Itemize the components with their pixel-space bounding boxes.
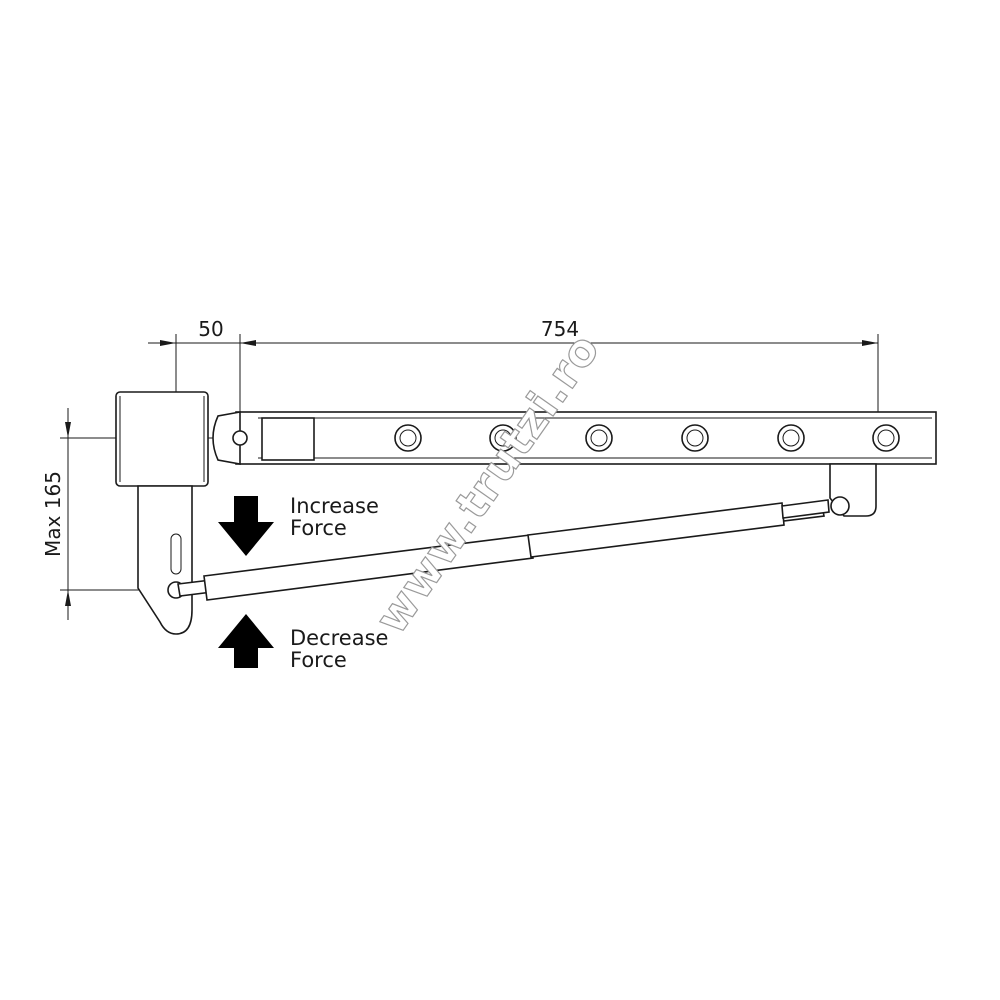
arrowhead-icon xyxy=(65,422,71,438)
vertical-dimension: Max 165 xyxy=(41,408,240,620)
arm-hole-inner xyxy=(494,429,512,447)
arrowhead-icon xyxy=(862,340,878,346)
arrowhead-icon xyxy=(65,590,71,606)
dimension-754-label: 754 xyxy=(541,317,579,341)
bracket-block xyxy=(115,391,209,487)
wall-bracket xyxy=(115,391,209,635)
arm-end-cap xyxy=(261,417,315,461)
adjustment-slot xyxy=(170,533,182,575)
arm-hole xyxy=(489,424,517,452)
strut-cylinder xyxy=(527,502,785,558)
dimension-50-label: 50 xyxy=(198,317,223,341)
watermark: www.trutzi.ro xyxy=(366,324,610,643)
arrowhead-icon xyxy=(240,340,256,346)
strut-end-fitting xyxy=(781,499,830,519)
arm-hole xyxy=(872,424,900,452)
hinge-pin xyxy=(232,430,248,446)
arm-hole xyxy=(681,424,709,452)
arm-hinge-knuckle xyxy=(212,411,241,465)
increase-force-label-line1: Increase xyxy=(290,494,379,518)
increase-force-indicator: Increase Force xyxy=(218,494,379,556)
increase-force-label-line2: Force xyxy=(290,516,347,540)
arm-hole-inner xyxy=(590,429,608,447)
arrow-down-icon xyxy=(218,496,274,556)
arm-hole xyxy=(394,424,422,452)
bracket-plate xyxy=(137,485,193,635)
arm-hole xyxy=(777,424,805,452)
horizontal-dimension: 50 754 xyxy=(148,317,879,590)
gas-strut xyxy=(177,499,830,601)
decrease-force-label-line1: Decrease xyxy=(290,626,388,650)
stay-arm xyxy=(212,411,937,517)
strut-upper-pivot xyxy=(830,496,850,516)
decrease-force-label-line2: Force xyxy=(290,648,347,672)
arm-hole-inner xyxy=(399,429,417,447)
decrease-force-indicator: Decrease Force xyxy=(218,614,388,672)
arrow-up-icon xyxy=(218,614,274,668)
arm-hole-inner xyxy=(686,429,704,447)
strut-rod xyxy=(203,534,534,601)
dimension-165-label: Max 165 xyxy=(41,471,65,557)
arm-holes xyxy=(394,424,900,452)
arm-hole-inner xyxy=(782,429,800,447)
arm-hole-inner xyxy=(877,429,895,447)
arrowhead-icon xyxy=(160,340,176,346)
arm-hole xyxy=(585,424,613,452)
